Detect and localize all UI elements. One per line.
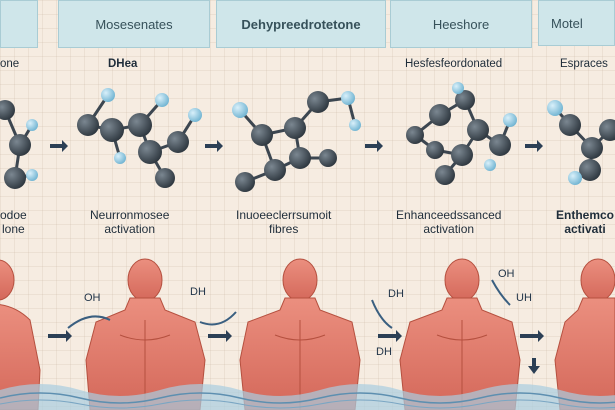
caption-0-line2: lone	[2, 222, 25, 236]
muscle-figures-row	[0, 258, 615, 410]
header-label-3: Heeshore	[432, 16, 490, 32]
curved-arrow-icon	[199, 311, 237, 326]
arrow-right-icon	[205, 140, 223, 152]
header-label-4: Motel	[551, 15, 583, 31]
curved-arrow-icon	[491, 279, 511, 306]
header-tab-partial-left	[0, 0, 38, 48]
arrow-right-icon	[48, 330, 72, 342]
caption-4-line2: activati	[564, 222, 606, 236]
water-waves	[0, 384, 615, 410]
muscle-figure-1	[85, 258, 206, 410]
muscle-label-2: DH	[388, 288, 404, 300]
arrow-down-icon	[528, 358, 540, 374]
muscle-figure-2	[239, 258, 361, 410]
header-tab-4: Motel	[538, 0, 615, 46]
muscle-figure-4	[554, 258, 615, 410]
arrow-right-icon	[525, 140, 543, 152]
molecule-3	[406, 82, 517, 185]
muscle-label-3: DH	[376, 346, 392, 358]
muscle-label-5: UH	[516, 292, 532, 304]
curved-arrow-icon	[371, 299, 393, 329]
header-tab-3: Heeshore	[390, 0, 532, 48]
muscle-label-4: OH	[498, 268, 515, 280]
molecule-row	[0, 82, 615, 192]
arrow-right-icon	[520, 330, 544, 342]
arrow-right-icon	[50, 140, 68, 152]
molecule-arrows	[50, 140, 543, 152]
molecule-0	[0, 100, 38, 189]
caption-2-line2: fibres	[269, 222, 299, 236]
molecule-4	[547, 100, 615, 185]
caption-2-line1: Inuoeeclerrsumoit	[236, 208, 332, 222]
molecule-label-3: Espraces	[560, 58, 608, 70]
muscle-label-1: DH	[190, 286, 206, 298]
header-tab-1: Mosesenates	[58, 0, 210, 48]
caption-1: Neurronmosee activation	[90, 208, 169, 236]
caption-3: Enhanceedssanced activation	[396, 208, 501, 236]
molecule-label-0: one	[0, 58, 20, 70]
caption-2: Inuoeeclerrsumoit fibres	[236, 208, 331, 236]
arrow-right-icon	[365, 140, 383, 152]
molecule-1	[77, 88, 202, 188]
caption-0: odoe lone	[0, 208, 27, 236]
caption-4-line1: Enthemco	[556, 208, 615, 222]
caption-4: Enthemco activati	[556, 208, 614, 236]
arrow-right-icon	[378, 330, 402, 342]
header-label-1: Mosesenates	[95, 16, 173, 32]
molecule-2	[232, 91, 361, 192]
molecule-label-1: DHea	[108, 58, 138, 70]
molecule-label-2: Hesfesfeordonated	[405, 58, 503, 70]
muscle-label-0: OH	[84, 292, 101, 304]
arrow-right-icon	[208, 330, 232, 342]
header-tab-2: Dehypreedrotetone	[216, 0, 386, 48]
caption-1-line1: Neurronmosee	[90, 208, 170, 222]
caption-1-line2: activation	[104, 222, 156, 236]
curved-arrow-icon	[67, 315, 111, 329]
muscle-figure-0	[0, 259, 41, 410]
caption-3-line1: Enhanceedssanced	[396, 208, 502, 222]
caption-3-line2: activation	[423, 222, 475, 236]
header-label-2: Dehypreedrotetone	[241, 16, 361, 32]
caption-0-line1: odoe	[0, 208, 27, 222]
